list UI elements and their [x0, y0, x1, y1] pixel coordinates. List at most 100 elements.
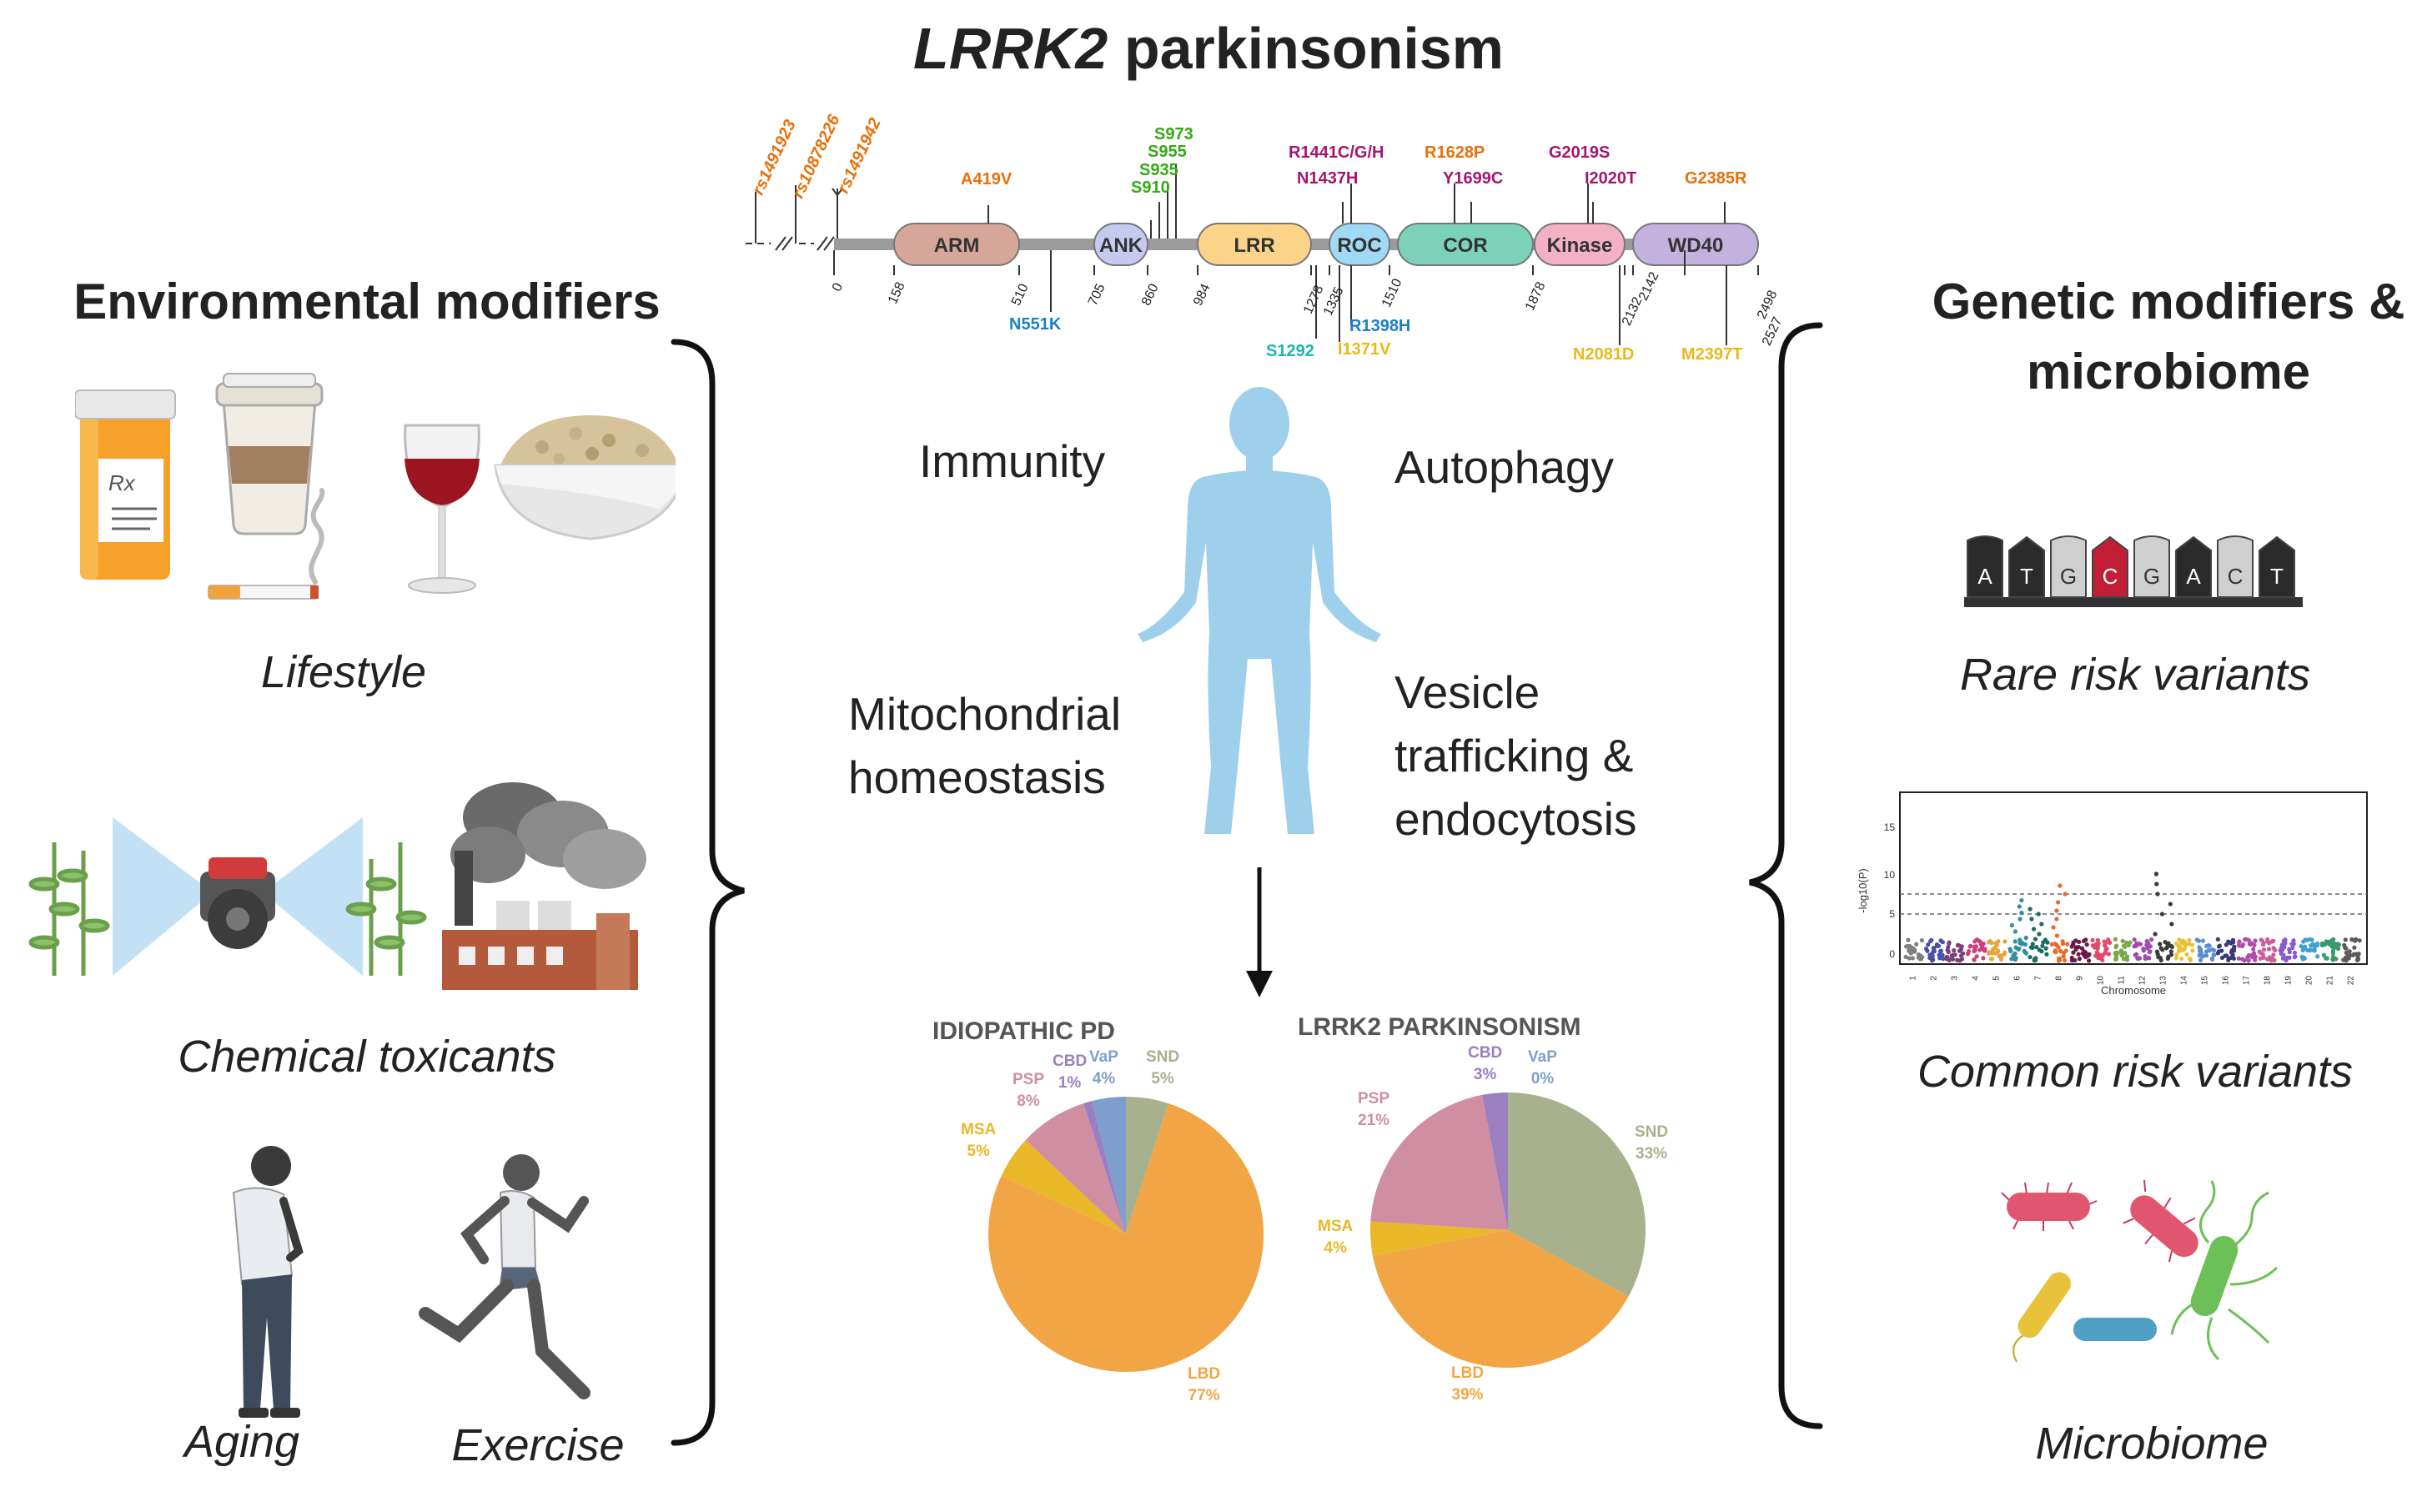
manhattan-point	[2011, 952, 2016, 958]
manhattan-point	[2018, 937, 2023, 942]
manhattan-point	[2090, 943, 2095, 948]
manhattan-point	[2299, 944, 2304, 949]
manhattan-point	[2324, 956, 2329, 961]
manhattan-point	[2124, 957, 2130, 962]
manhattan-point	[2033, 937, 2038, 942]
pie-slice-msa	[1001, 1140, 1126, 1234]
manhattan-point	[2028, 955, 2033, 960]
manhattan-point	[1952, 947, 1957, 953]
pie-title-idiopathic: IDIOPATHIC PD	[932, 1017, 1115, 1045]
mutation-label: A419V	[961, 170, 1013, 188]
manhattan-point	[2148, 944, 2153, 949]
manhattan-point	[2209, 956, 2214, 961]
manhattan-point	[2178, 945, 2183, 950]
chromosome-tick: 5	[1992, 976, 2002, 981]
manhattan-point	[1945, 957, 1951, 962]
coffee-cup-icon	[215, 373, 324, 535]
manhattan-point	[2113, 944, 2118, 950]
manhattan-point	[2269, 939, 2274, 944]
manhattan-point	[2237, 940, 2242, 945]
manhattan-xlabel: Chromosome	[2101, 984, 2166, 997]
manhattan-point	[2207, 943, 2212, 948]
manhattan-point	[1977, 939, 1982, 944]
manhattan-point	[2076, 952, 2081, 957]
manhattan-point	[2279, 952, 2284, 957]
manhattan-point	[2113, 937, 2118, 942]
manhattan-point	[2058, 948, 2063, 954]
mutation-label: N551K	[1009, 315, 1062, 334]
manhattan-point	[2120, 938, 2125, 943]
manhattan-point	[2291, 942, 2296, 947]
manhattan-point	[2314, 942, 2320, 948]
manhattan-point	[2265, 937, 2270, 942]
process-line: endocytosis	[1394, 793, 1637, 845]
nucleotide-block	[2259, 535, 2295, 598]
manhattan-point	[2177, 937, 2182, 942]
manhattan-point	[1918, 957, 1924, 962]
roc-domain	[1329, 223, 1390, 266]
manhattan-point	[2036, 912, 2041, 917]
manhattan-point	[2090, 937, 2095, 942]
manhattan-point	[2344, 950, 2349, 956]
manhattan-point	[2357, 938, 2362, 943]
elderly-person-icon	[232, 1146, 304, 1418]
pie-slice-vap	[1091, 1097, 1126, 1234]
manhattan-point	[2336, 947, 2341, 952]
manhattan-point	[2104, 946, 2109, 952]
manhattan-point	[2155, 892, 2160, 897]
chromosome-tick: 20	[2305, 976, 2314, 986]
pie-label-value: 21%	[1358, 1112, 1390, 1129]
chromosome-tick: 12	[2138, 976, 2148, 986]
manhattan-point	[2029, 917, 2034, 922]
manhattan-point	[2037, 947, 2042, 952]
manhattan-point	[2019, 910, 2024, 916]
nucleotide-block	[2092, 535, 2128, 598]
chromosome-tick: 19	[2284, 976, 2294, 986]
manhattan-point	[2315, 954, 2320, 959]
manhattan-point	[2141, 946, 2146, 952]
manhattan-point	[2100, 957, 2105, 962]
lifestyle-caption: Lifestyle	[260, 647, 427, 697]
manhattan-point	[2291, 938, 2296, 943]
manhattan-point	[2345, 954, 2350, 959]
manhattan-point	[2086, 958, 2092, 963]
manhattan-point	[1972, 957, 1977, 962]
manhattan-point	[1929, 958, 1935, 963]
spray-icon	[113, 817, 363, 976]
manhattan-point	[1912, 949, 1917, 954]
manhattan-point	[2246, 937, 2251, 942]
domain-label: WD40	[1668, 234, 1724, 257]
lrr-domain	[1197, 223, 1312, 266]
nucleotide-letter: G	[2143, 564, 2160, 589]
manhattan-point	[2231, 948, 2237, 953]
manhattan-point	[2017, 904, 2022, 909]
manhattan-point	[1990, 951, 1995, 956]
pie-label-value: 77%	[1188, 1387, 1220, 1404]
manhattan-point	[2249, 941, 2254, 946]
process-line: homeostasis	[848, 751, 1106, 803]
manhattan-point	[2044, 952, 2049, 957]
manhattan-point	[2351, 952, 2357, 957]
chromosome-tick: 6	[2013, 976, 2023, 981]
manhattan-point	[2198, 947, 2203, 952]
process-mitochondrial: Mitochondrial homeostasis	[848, 682, 1121, 809]
manhattan-point	[2321, 952, 2326, 957]
manhattan-point	[1993, 941, 1998, 946]
manhattan-point	[2023, 942, 2028, 947]
lifestyle-icons: Rx	[75, 373, 676, 600]
nucleotide-block	[2175, 535, 2212, 598]
pie-slice-psp	[1370, 1094, 1508, 1230]
manhattan-point	[2148, 949, 2153, 954]
manhattan-point	[1977, 947, 1982, 952]
pie-label-name: LBD	[1451, 1364, 1485, 1382]
chromosome-tick: 2	[1930, 976, 1939, 981]
manhattan-point	[2215, 951, 2220, 956]
manhattan-point	[2292, 950, 2298, 956]
manhattan-point	[1923, 946, 1929, 952]
chromosome-tick: 7	[2034, 976, 2043, 981]
left-brace	[671, 339, 745, 1446]
nucleotide-letter: C	[2228, 564, 2244, 589]
